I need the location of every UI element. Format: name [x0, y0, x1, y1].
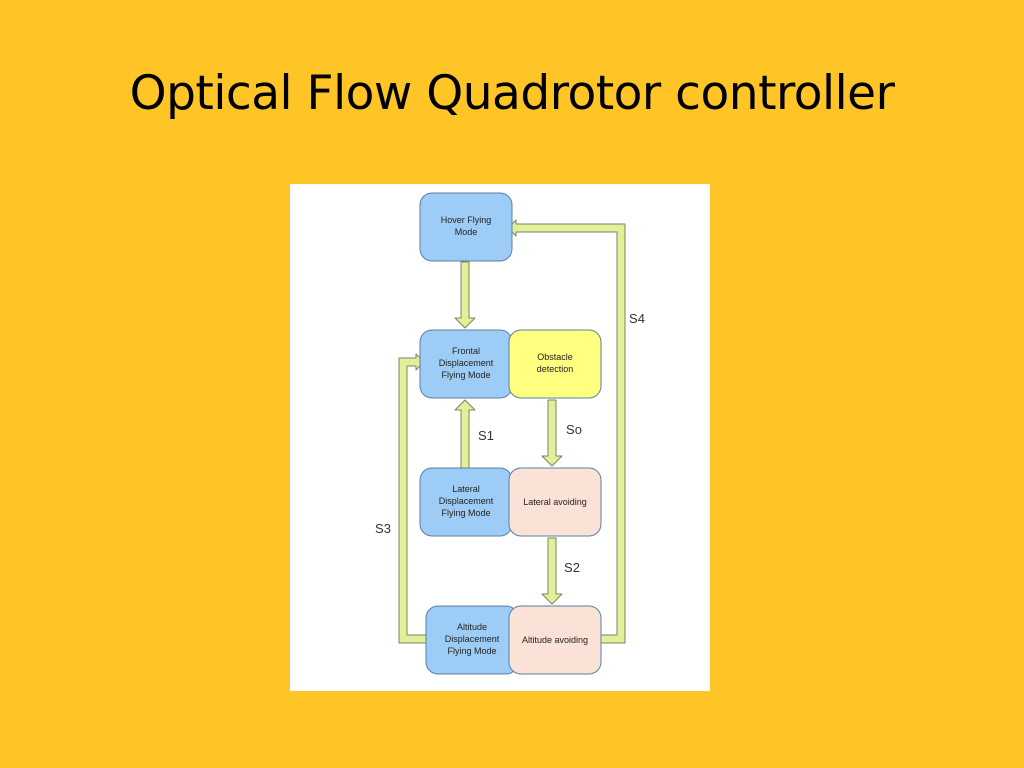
- slide-title: Optical Flow Quadrotor controller: [129, 66, 895, 121]
- edge-label-s3: S3: [375, 521, 391, 536]
- altitude-label-line-3: Flying Mode: [447, 646, 496, 656]
- diagram-frame: Hover Flying Mode Frontal Displacement F…: [290, 184, 710, 691]
- arrow-lateral-to-frontal: [454, 399, 476, 469]
- edge-label-s1: S1: [478, 428, 494, 443]
- node-hover-mode: [419, 192, 513, 262]
- node-obstacle-detection: [508, 329, 602, 399]
- altitude-label-line-2: Displacement: [445, 634, 500, 644]
- altitude-label-line-1: Altitude: [457, 622, 487, 632]
- obstacle-label-line-1: Obstacle: [537, 352, 573, 362]
- edge-label-s4: S4: [629, 311, 645, 326]
- edge-labels: S4 S1 So S3 S2: [375, 311, 645, 575]
- arrow-hover-to-frontal: [454, 261, 476, 329]
- frontal-label-line-1: Frontal: [452, 346, 480, 356]
- lateral-avoid-label: Lateral avoiding: [523, 497, 587, 507]
- frontal-label-line-2: Displacement: [439, 358, 494, 368]
- lateral-label-line-3: Flying Mode: [441, 508, 490, 518]
- edge-label-s2: S2: [564, 560, 580, 575]
- lateral-label-line-2: Displacement: [439, 496, 494, 506]
- node-lateral-avoiding: [508, 467, 602, 537]
- hover-label-line-1: Hover Flying: [441, 215, 492, 225]
- flow-diagram: Hover Flying Mode Frontal Displacement F…: [375, 192, 645, 675]
- boxes-layer: [419, 192, 602, 675]
- obstacle-label-line-2: detection: [537, 364, 574, 374]
- altitude-avoid-label: Altitude avoiding: [522, 635, 588, 645]
- lateral-label-line-1: Lateral: [452, 484, 480, 494]
- hover-label-line-2: Mode: [455, 227, 478, 237]
- arrow-lateral-avoid-to-altitude-avoid: [541, 537, 563, 605]
- arrow-obstacle-to-lateral-avoid: [541, 399, 563, 467]
- node-labels: Hover Flying Mode Frontal Displacement F…: [439, 215, 588, 656]
- arrows-layer: [398, 219, 626, 644]
- node-altitude-avoiding: [508, 605, 602, 675]
- edge-label-so: So: [566, 422, 582, 437]
- frontal-label-line-3: Flying Mode: [441, 370, 490, 380]
